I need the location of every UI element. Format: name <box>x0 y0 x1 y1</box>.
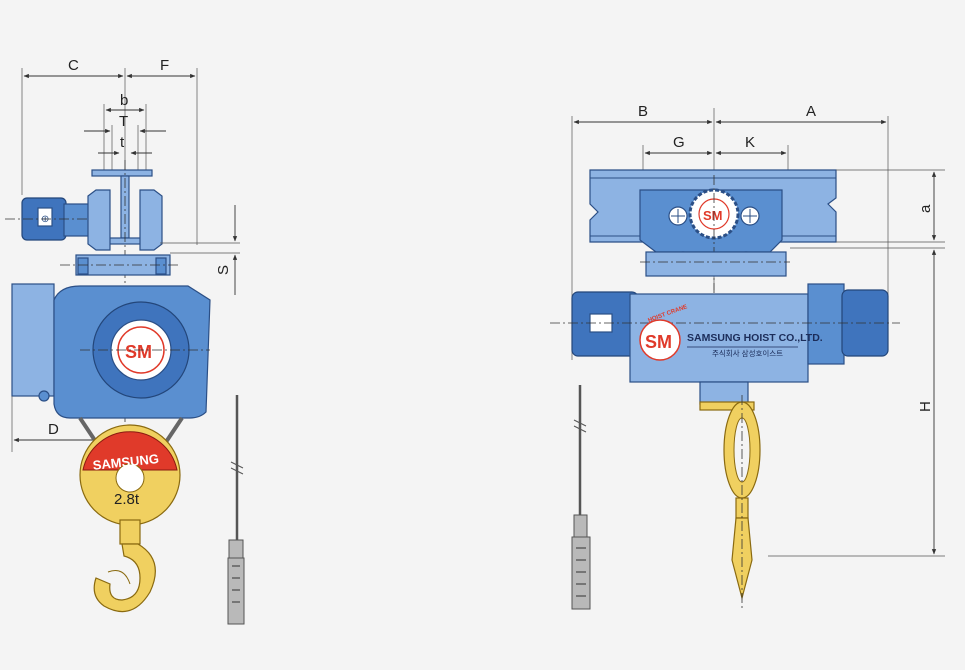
dim-label-d: D <box>48 421 59 438</box>
hook-block-capacity: 2.8t <box>114 491 140 508</box>
dim-label-a: A <box>806 103 816 120</box>
trolley-logo-letters: SM <box>703 208 723 223</box>
dim-label-b: b <box>120 92 128 109</box>
dim-label-t-upper: T <box>119 113 128 130</box>
company-name-korean: 주식회사 삼성호이스트 <box>712 348 783 358</box>
hook-block-brand: SAMSUNG <box>92 451 160 473</box>
dim-label-s: S <box>215 265 232 275</box>
dim-label-f: F <box>160 57 169 74</box>
dim-label-c: C <box>68 57 79 74</box>
company-name: SAMSUNG HOIST CO.,LTD. <box>687 332 823 344</box>
dim-label-t-lower: t <box>120 134 125 151</box>
dim-label-b-upper: B <box>638 103 648 120</box>
front-view: B A G K a SM <box>550 103 945 610</box>
side-view: C F b T t ⊕ S <box>5 57 245 625</box>
svg-text:⊕: ⊕ <box>41 214 49 225</box>
dim-label-a-lower: a <box>917 204 934 213</box>
dim-label-k: K <box>745 134 755 151</box>
body-logo-letters: SM <box>645 332 672 352</box>
side-logo-letters: SM <box>125 342 152 362</box>
dim-label-g: G <box>673 134 685 151</box>
dim-label-h: H <box>917 401 934 412</box>
